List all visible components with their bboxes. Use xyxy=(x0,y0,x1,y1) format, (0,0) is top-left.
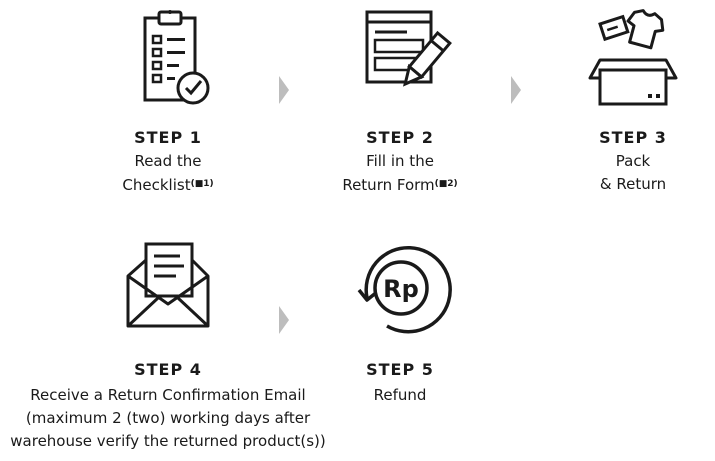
step-4-desc-line-2: (maximum 2 (two) working days after xyxy=(25,409,311,427)
step-2-title: STEP 2 xyxy=(366,128,434,147)
refund-rp-text: Rp xyxy=(383,275,419,303)
step-4: STEP 4 Receive a Return Confirmation Ema… xyxy=(8,240,328,453)
step-4-desc-line-3: warehouse verify the returned product(s)… xyxy=(10,432,326,450)
step-1-description: Read the Checklist(■1) xyxy=(98,150,238,197)
step-2-desc-line-2: Return Form(■2) xyxy=(320,173,480,197)
step-3-description: Pack & Return xyxy=(563,150,703,196)
step-2-description: Fill in the Return Form(■2) xyxy=(320,150,480,197)
step-4-desc-line-1: Receive a Return Confirmation Email xyxy=(30,386,306,404)
refund-rp-icon: Rp xyxy=(357,245,452,334)
step-2-note[interactable]: (■2) xyxy=(434,179,458,189)
step-5: Rp STEP 5 Refund xyxy=(330,236,470,407)
step-5-title: STEP 5 xyxy=(366,360,434,379)
step-1-desc-line-2: Checklist(■1) xyxy=(98,173,238,197)
step-3-desc-line-2: & Return xyxy=(599,175,667,193)
form-pencil-icon xyxy=(365,10,452,87)
step-2-desc-line-2-text: Return Form xyxy=(342,176,435,194)
step-4-title: STEP 4 xyxy=(134,360,202,379)
arrow-right-icon xyxy=(279,76,289,104)
step-2: STEP 2 Fill in the Return Form(■2) xyxy=(320,8,480,197)
box-icon xyxy=(588,9,678,106)
step-4-description: Receive a Return Confirmation Email (max… xyxy=(8,384,328,453)
step-3: STEP 3 Pack & Return xyxy=(563,8,703,196)
step-1-title: STEP 1 xyxy=(134,128,202,147)
step-5-desc-line-1: Refund xyxy=(373,386,427,404)
step-1-note[interactable]: (■1) xyxy=(190,179,214,189)
checklist-icon xyxy=(143,10,210,105)
step-1-desc-line-2-text: Checklist xyxy=(122,176,191,194)
step-3-title: STEP 3 xyxy=(599,128,667,147)
step-3-desc-line-1: Pack xyxy=(615,152,651,170)
envelope-icon xyxy=(126,242,210,328)
step-5-description: Refund xyxy=(330,384,470,407)
arrow-right-icon xyxy=(511,76,521,104)
step-2-desc-line-1: Fill in the xyxy=(366,152,434,170)
step-1: STEP 1 Read the Checklist(■1) xyxy=(98,8,238,197)
step-1-desc-line-1: Read the xyxy=(134,152,202,170)
arrow-right-icon xyxy=(279,306,289,334)
